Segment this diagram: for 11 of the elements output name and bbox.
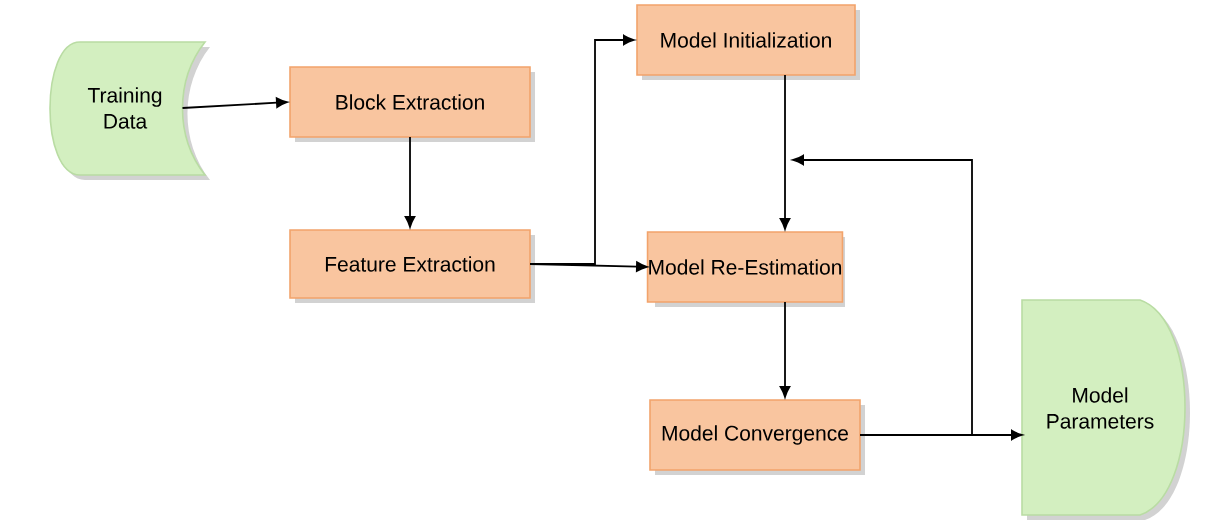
arrow xyxy=(779,301,791,398)
arrow xyxy=(404,136,416,228)
process-box: Model Convergence xyxy=(649,399,865,475)
process-box: Block Extraction xyxy=(289,66,535,142)
process-box: Model Re-Estimation xyxy=(646,231,845,307)
arrow xyxy=(792,154,973,436)
process-box: Feature Extraction xyxy=(289,229,535,303)
arrow xyxy=(779,74,791,230)
arrow xyxy=(529,261,648,272)
arrow xyxy=(181,97,288,109)
process-box: Model Initialization xyxy=(636,4,860,80)
